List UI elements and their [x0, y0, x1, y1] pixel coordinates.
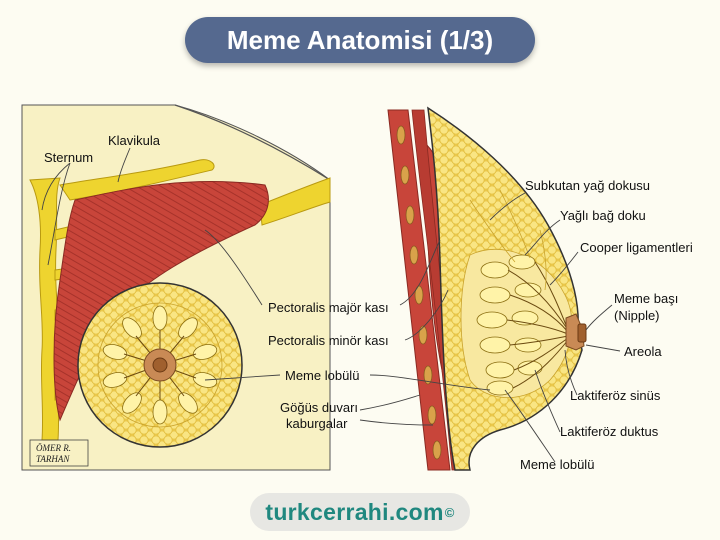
label-meme-basi-2: (Nipple): [614, 308, 660, 323]
ribs-side: [396, 125, 442, 460]
label-pectoralis-major: Pectoralis majör kası: [268, 300, 389, 315]
copyright-mark: ©: [444, 504, 455, 520]
label-meme-lobulu-left: Meme lobülü: [285, 368, 359, 383]
label-sternum: Sternum: [44, 150, 93, 165]
leader-lines: [41, 147, 621, 463]
label-meme-basi-1: Meme başı: [614, 291, 678, 306]
label-pectoralis-minor: Pectoralis minör kası: [268, 333, 389, 348]
side-view-panel: [387, 106, 587, 471]
signature-line1: ÖMER R.: [36, 443, 71, 453]
label-laktiferoz-duktus: Laktiferöz duktus: [560, 424, 659, 439]
label-subkutan: Subkutan yağ dokusu: [525, 178, 650, 193]
label-cooper: Cooper ligamentleri: [580, 240, 693, 255]
front-nipple: [152, 357, 168, 373]
label-yagli-bag: Yağlı bağ doku: [560, 208, 646, 223]
labels: Sternum Klavikula Pectoralis majör kası …: [44, 133, 693, 472]
label-gogus-duvari-2: kaburgalar: [286, 416, 348, 431]
label-laktiferoz-sinus: Laktiferöz sinüs: [570, 388, 661, 403]
label-areola: Areola: [624, 344, 662, 359]
side-lobules: [476, 254, 543, 396]
label-gogus-duvari-1: Göğüs duvarı: [280, 400, 358, 415]
front-view-panel: ÖMER R. TARHAN: [21, 104, 331, 471]
label-klavikula: Klavikula: [108, 133, 161, 148]
site-name[interactable]: turkcerrahi.com: [265, 498, 444, 525]
side-nipple: [577, 323, 587, 343]
label-meme-lobulu-right: Meme lobülü: [520, 457, 594, 472]
page-title: Meme Anatomisi (1/3): [185, 17, 535, 63]
site-badge[interactable]: turkcerrahi.com©: [250, 493, 470, 531]
signature-line2: TARHAN: [36, 454, 70, 464]
humerus-bone: [259, 177, 331, 226]
